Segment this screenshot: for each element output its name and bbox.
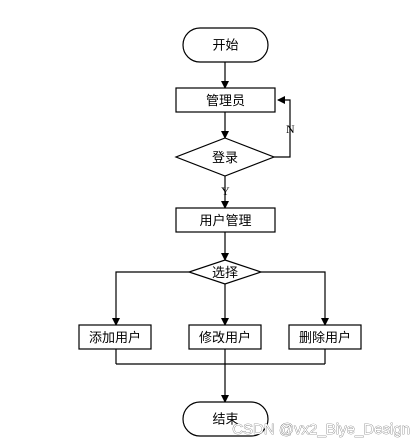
terminator-shape [182, 27, 269, 63]
process-shape [288, 324, 362, 350]
node-user-mgmt-label: 用户管理 [199, 213, 251, 228]
node-start-label: 开始 [212, 38, 238, 53]
edge-label-yes: Y [221, 184, 230, 198]
edge-select-delete [261, 271, 329, 326]
node-admin: 管理员 [175, 87, 276, 113]
process-shape [78, 324, 152, 350]
node-select-label: 选择 [212, 265, 238, 280]
edge-label-no: N [286, 122, 295, 136]
decision-shape [174, 137, 276, 177]
watermark: CSDN @vx2_Biye_Design [232, 421, 410, 438]
process-shape [175, 87, 276, 113]
node-add-user: 添加用户 [78, 324, 152, 350]
node-start: 开始 [182, 27, 269, 63]
node-login: 登录 [174, 137, 276, 177]
decision-shape [187, 259, 263, 285]
node-delete-user: 删除用户 [288, 324, 362, 350]
connectors [112, 62, 329, 403]
node-end: 结束 [182, 401, 269, 437]
edge-select-add [112, 271, 189, 326]
terminator-shape [182, 401, 269, 437]
process-shape [188, 324, 262, 350]
node-login-label: 登录 [212, 150, 238, 165]
node-select: 选择 [187, 259, 263, 285]
node-user-mgmt: 用户管理 [175, 207, 276, 233]
node-add-user-label: 添加用户 [89, 330, 141, 345]
node-edit-user: 修改用户 [188, 324, 262, 350]
node-delete-user-label: 删除用户 [299, 330, 351, 345]
node-edit-user-label: 修改用户 [199, 330, 251, 345]
edge-login-no-loop [274, 96, 291, 158]
node-admin-label: 管理员 [206, 93, 245, 108]
process-shape [175, 207, 276, 233]
node-end-label: 结束 [212, 412, 238, 427]
